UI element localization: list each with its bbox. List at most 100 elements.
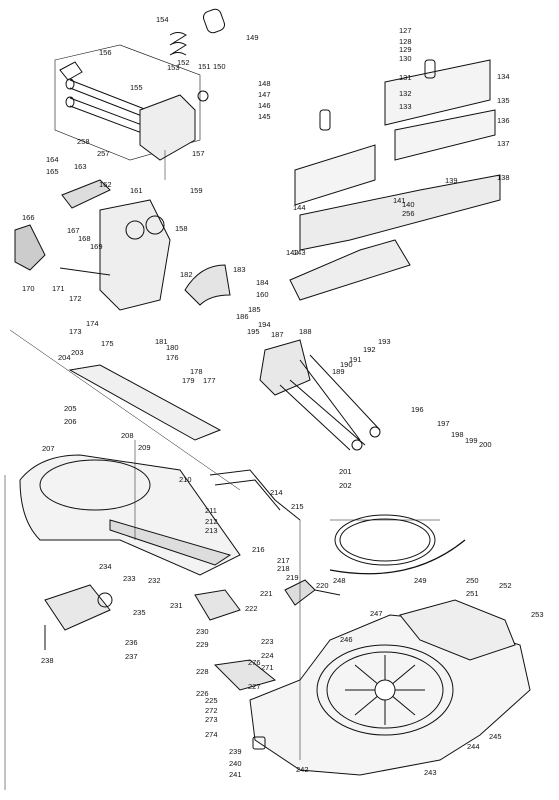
quadrant-plate xyxy=(184,264,231,306)
part-number-label: 174 xyxy=(86,319,99,328)
part-number-label: 155 xyxy=(130,83,143,92)
part-number-label: 142 xyxy=(286,248,299,257)
part-number-label: 215 xyxy=(291,502,304,511)
part-number-label: 221 xyxy=(260,589,273,598)
part-number-label: 173 xyxy=(69,327,82,336)
part-number-label: 154 xyxy=(156,15,169,24)
part-number-label: 271 xyxy=(261,663,274,672)
part-number-label: 224 xyxy=(261,651,274,660)
part-number-label: 176 xyxy=(166,353,179,362)
part-number-label: 149 xyxy=(246,33,259,42)
spring-part xyxy=(169,8,226,102)
part-number-label: 253 xyxy=(531,610,544,619)
part-number-label: 241 xyxy=(229,770,242,779)
part-number-label: 180 xyxy=(166,343,179,352)
clamp-knob xyxy=(284,579,341,606)
part-number-label: 140 xyxy=(402,200,415,209)
part-number-label: 200 xyxy=(479,440,492,449)
part-number-label: 179 xyxy=(182,376,195,385)
part-number-label: 210 xyxy=(179,475,192,484)
part-number-label: 231 xyxy=(170,601,183,610)
lock-lever xyxy=(209,469,301,521)
part-number-label: 208 xyxy=(121,431,134,440)
part-number-label: 243 xyxy=(424,768,437,777)
handle-assembly xyxy=(14,179,171,311)
part-number-label: 195 xyxy=(247,327,260,336)
part-number-label: 169 xyxy=(90,242,103,251)
turn-base-housing xyxy=(19,454,241,576)
part-number-label: 257 xyxy=(97,149,110,158)
part-number-label: 137 xyxy=(497,139,510,148)
part-number-label: 222 xyxy=(245,604,258,613)
part-number-label: 234 xyxy=(99,562,112,571)
part-number-label: 190 xyxy=(340,360,353,369)
part-number-label: 131 xyxy=(399,73,412,82)
part-number-label: 167 xyxy=(67,226,80,235)
part-number-label: 152 xyxy=(177,58,190,67)
part-number-label: 194 xyxy=(258,320,271,329)
part-number-label: 139 xyxy=(445,176,458,185)
part-number-label: 214 xyxy=(270,488,283,497)
part-number-label: 156 xyxy=(99,48,112,57)
part-number-label: 183 xyxy=(233,265,246,274)
part-number-label: 184 xyxy=(256,278,269,287)
part-number-label: 193 xyxy=(378,337,391,346)
part-number-label: 132 xyxy=(399,89,412,98)
part-number-label: 212 xyxy=(205,517,218,526)
part-number-label: 240 xyxy=(229,759,242,768)
part-number-label: 203 xyxy=(71,348,84,357)
part-number-label: 175 xyxy=(101,339,114,348)
part-number-label: 178 xyxy=(190,367,203,376)
part-number-label: 199 xyxy=(465,436,478,445)
part-number-label: 248 xyxy=(333,576,346,585)
part-number-label: 205 xyxy=(64,404,77,413)
part-number-label: 230 xyxy=(196,627,209,636)
part-number-label: 189 xyxy=(332,367,345,376)
part-number-label: 163 xyxy=(74,162,87,171)
part-number-label: 207 xyxy=(42,444,55,453)
part-number-label: 256 xyxy=(402,209,415,218)
part-number-label: 166 xyxy=(22,213,35,222)
part-number-label: 153 xyxy=(167,63,180,72)
part-number-label: 220 xyxy=(316,581,329,590)
arm-holder xyxy=(259,339,381,451)
part-number-label: 209 xyxy=(138,443,151,452)
part-number-label: 136 xyxy=(497,116,510,125)
part-number-label: 181 xyxy=(155,337,168,346)
part-number-label: 177 xyxy=(203,376,216,385)
part-number-label: 201 xyxy=(339,467,352,476)
part-number-label: 273 xyxy=(205,715,218,724)
base xyxy=(249,599,531,776)
part-number-label: 232 xyxy=(148,576,161,585)
part-number-label: 182 xyxy=(180,270,193,279)
part-number-label: 196 xyxy=(411,405,424,414)
part-number-label: 206 xyxy=(64,417,77,426)
part-number-label: 133 xyxy=(399,102,412,111)
part-number-label: 150 xyxy=(213,62,226,71)
part-number-label: 217 xyxy=(277,556,290,565)
part-number-label: 197 xyxy=(437,419,450,428)
part-number-label: 242 xyxy=(296,765,309,774)
part-number-label: 161 xyxy=(130,186,143,195)
part-number-label: 202 xyxy=(339,481,352,490)
part-number-label: 227 xyxy=(248,682,261,691)
part-number-label: 147 xyxy=(258,90,271,99)
part-number-label: 236 xyxy=(125,638,138,647)
part-number-label: 233 xyxy=(123,574,136,583)
part-number-label: 237 xyxy=(125,652,138,661)
part-number-label: 247 xyxy=(370,609,383,618)
part-number-label: 129 xyxy=(399,45,412,54)
part-number-label: 145 xyxy=(258,112,271,121)
part-number-label: 170 xyxy=(22,284,35,293)
part-number-label: 127 xyxy=(399,26,412,35)
part-number-label: 218 xyxy=(277,564,290,573)
part-number-label: 192 xyxy=(363,345,376,354)
part-number-label: 274 xyxy=(205,730,218,739)
part-number-label: 144 xyxy=(293,203,306,212)
part-number-label: 186 xyxy=(236,312,249,321)
part-number-label: 159 xyxy=(190,186,203,195)
part-number-label: 128 xyxy=(399,37,412,46)
part-number-label: 141 xyxy=(393,196,406,205)
